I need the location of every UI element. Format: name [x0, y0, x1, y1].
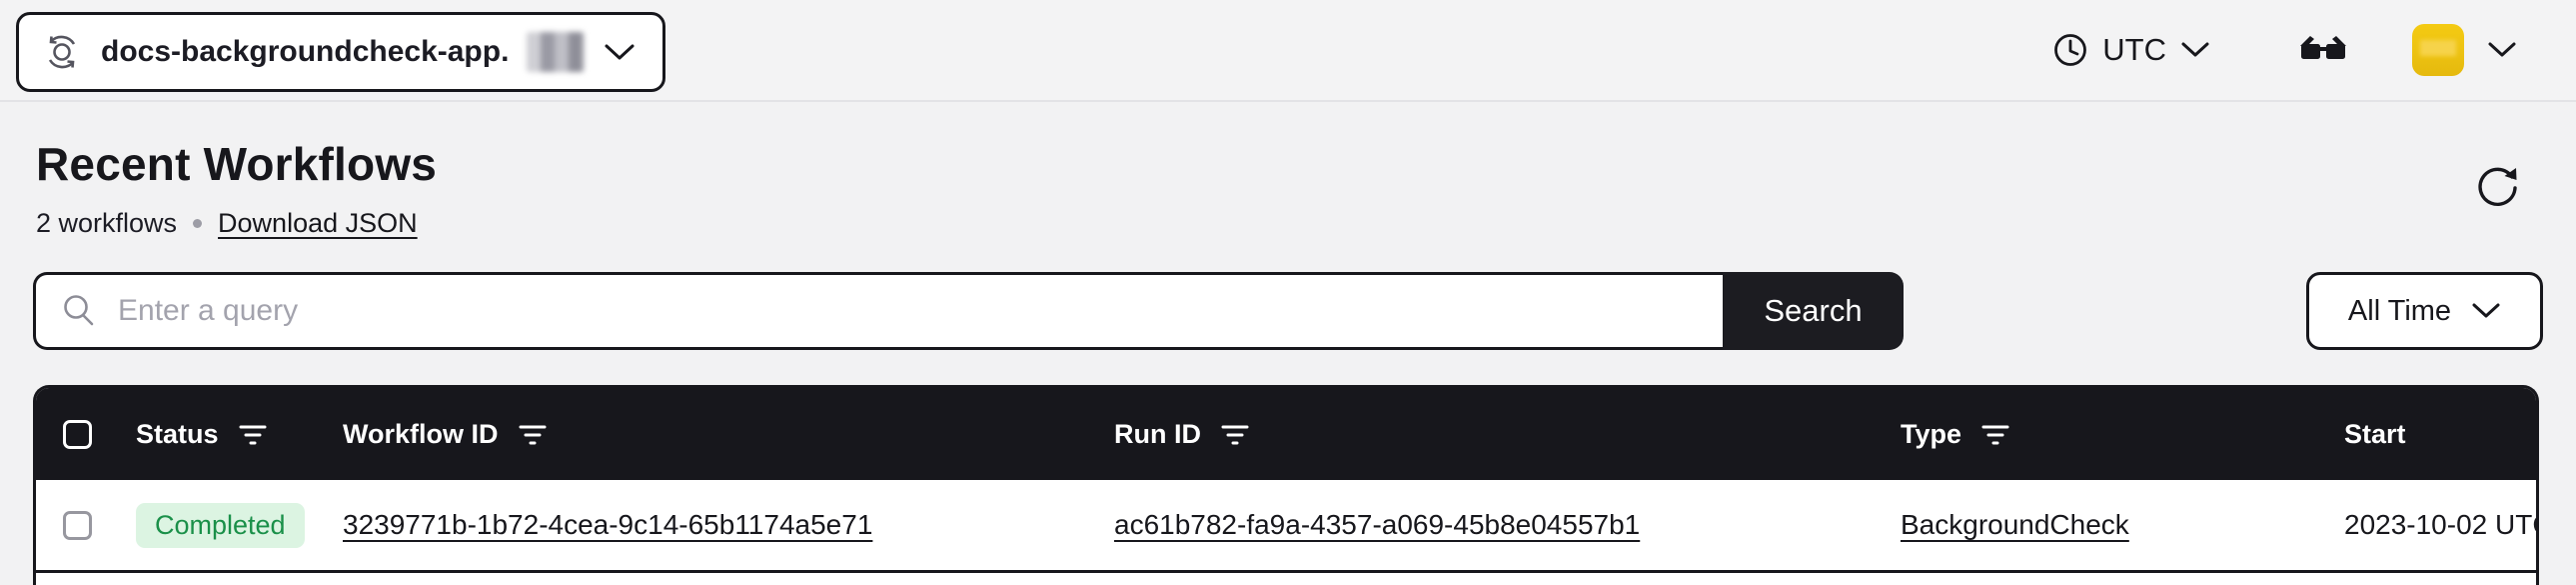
user-avatar [2412, 24, 2464, 76]
feedback-glasses-button[interactable] [2298, 30, 2348, 70]
type-cell: BackgroundCheck [1901, 509, 2344, 541]
run-id-cell: ac61b782-fa9a-4357-a069-45b8e04557b1 [1114, 509, 1901, 541]
page-header: Recent Workflows 2 workflows Download JS… [36, 136, 437, 239]
table-row[interactable]: Completed 3239771b-1b72-4cea-9c14-65b117… [36, 480, 2536, 570]
row-checkbox[interactable] [63, 510, 92, 540]
user-menu-chevron-down-icon [2486, 40, 2518, 60]
filter-icon[interactable] [1221, 421, 1249, 447]
workflow-count: 2 workflows [36, 207, 178, 238]
search-icon [60, 292, 98, 330]
search-button[interactable]: Search [1723, 272, 1904, 350]
header-checkbox-cell [36, 419, 112, 449]
start-cell: 2023-10-02 UTC [2344, 509, 2536, 540]
row-divider [36, 570, 2536, 573]
namespace-chevron-down-icon [603, 41, 637, 63]
time-filter-chevron-down-icon [2471, 301, 2501, 321]
page-title: Recent Workflows [36, 138, 438, 190]
search-input-wrap [33, 272, 1723, 350]
query-input[interactable] [118, 294, 1699, 328]
filter-icon[interactable] [519, 421, 547, 447]
column-label: Status [136, 418, 219, 449]
column-header-run-id[interactable]: Run ID [1114, 419, 1901, 450]
partial-next-row [36, 573, 2536, 583]
time-filter-dropdown[interactable]: All Time [2306, 272, 2543, 350]
namespace-sync-icon [41, 31, 83, 73]
workflow-id-cell: 3239771b-1b72-4cea-9c14-65b1174a5e71 [343, 509, 1114, 541]
user-menu[interactable] [2412, 24, 2518, 76]
row-checkbox-cell [36, 510, 112, 540]
timezone-chevron-down-icon [2180, 40, 2210, 60]
column-header-status[interactable]: Status [112, 419, 343, 450]
navbar-right-cluster: UTC [2052, 0, 2518, 100]
clock-icon [2052, 32, 2088, 68]
table-header-row: Status Workflow ID Run ID [36, 388, 2536, 480]
time-filter-label: All Time [2347, 294, 2452, 327]
column-label: Workflow ID [343, 418, 499, 449]
refresh-button[interactable] [2470, 158, 2524, 214]
status-badge: Completed [136, 502, 305, 548]
column-label: Type [1901, 418, 1962, 449]
workflow-type-link[interactable]: BackgroundCheck [1901, 509, 2129, 540]
column-header-start[interactable]: Start [2344, 419, 2536, 450]
workflow-id-link[interactable]: 3239771b-1b72-4cea-9c14-65b1174a5e71 [343, 509, 873, 540]
search-row: Search All Time [33, 272, 2543, 350]
namespace-name: docs-backgroundcheck-app. [101, 35, 510, 68]
select-all-checkbox[interactable] [63, 419, 92, 449]
workflows-table: Status Workflow ID Run ID [33, 385, 2539, 585]
filter-icon[interactable] [239, 421, 267, 447]
meta-dot-separator [193, 218, 203, 228]
page-meta: 2 workflows Download JSON [36, 208, 437, 239]
timezone-selector[interactable]: UTC [2052, 32, 2210, 68]
timezone-label: UTC [2102, 32, 2166, 67]
column-header-type[interactable]: Type [1901, 419, 2344, 450]
top-navbar: docs-backgroundcheck-app. UTC [0, 0, 2576, 102]
namespace-switcher[interactable]: docs-backgroundcheck-app. [16, 12, 665, 92]
namespace-redacted-text [527, 32, 585, 72]
run-id-link[interactable]: ac61b782-fa9a-4357-a069-45b8e04557b1 [1114, 509, 1641, 540]
column-header-workflow-id[interactable]: Workflow ID [343, 419, 1114, 450]
column-label: Start [2344, 418, 2406, 449]
column-label: Run ID [1114, 418, 1201, 449]
filter-icon[interactable] [1981, 421, 2009, 447]
search-box: Search [33, 272, 1904, 350]
download-json-link[interactable]: Download JSON [218, 207, 418, 238]
status-cell: Completed [112, 502, 343, 548]
